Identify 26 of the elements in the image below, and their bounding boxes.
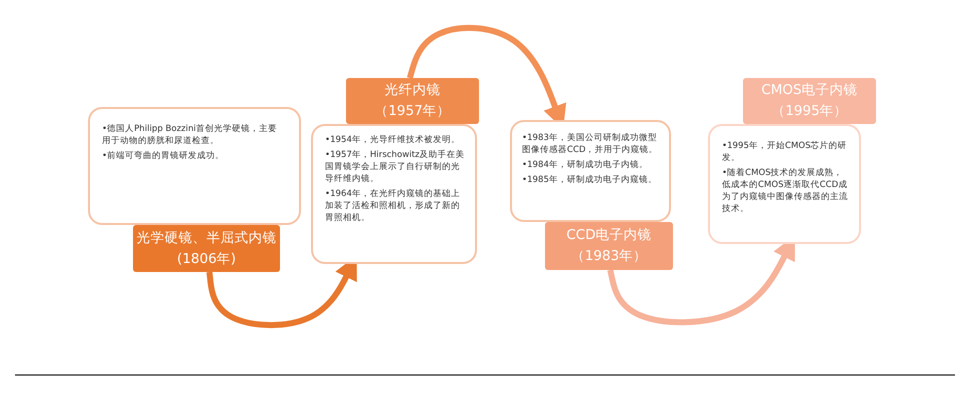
bullet-text: •1957年，Hirschowitz及助手在美国胃镜学会上展示了自行研制的光导纤维内镜。 xyxy=(325,149,465,185)
bullet-text: •德国人Philipp Bozzini首创光学硬镜，主要用于动物的膀胱和尿道检查。 xyxy=(102,123,278,147)
title-box xyxy=(743,78,876,124)
title-text: CCD电子内镜 xyxy=(566,226,652,245)
bullet-text: •随着CMOS技术的发展成熟，低成本的CMOS逐渐取代CCD成为了内窥镜中图像传感器的主流技术。 xyxy=(722,167,849,215)
title-box xyxy=(545,222,673,270)
title-text: 光纤内镜 xyxy=(384,81,440,100)
bullet-text: •1985年，研制成功电子内窥镜。 xyxy=(522,174,658,186)
title-text: （1983年） xyxy=(570,247,648,266)
bullet-text: •1984年，研制成功电子内镜。 xyxy=(522,159,649,171)
description-card xyxy=(510,120,671,222)
description-card xyxy=(311,124,477,264)
description-card xyxy=(88,107,301,225)
bullet-text: •1995年，开始CMOS芯片的研发。 xyxy=(722,140,848,164)
bullet-text: •前端可弯曲的胃镜研发成功。 xyxy=(102,150,226,162)
title-text: (1806年) xyxy=(177,250,236,268)
title-box xyxy=(346,78,479,124)
title-text: CMOS电子内镜 xyxy=(761,81,858,100)
title-text: 光学硬镜、半屈式内镜 xyxy=(136,228,276,248)
bullet-text: •1983年，美国公司研制成功微型图像传感器CCD，并用于内窥镜。 xyxy=(522,132,659,156)
bullet-text: •1954年，光导纤维技术被发明。 xyxy=(325,134,461,146)
title-text: （1957年） xyxy=(374,102,451,121)
title-text: （1995年） xyxy=(771,102,848,121)
title-box xyxy=(133,225,280,272)
bullet-text: •1964年，在光纤内窥镜的基础上加装了活检和照相机，形成了新的胃照相机。 xyxy=(325,188,461,224)
description-card xyxy=(708,124,861,244)
